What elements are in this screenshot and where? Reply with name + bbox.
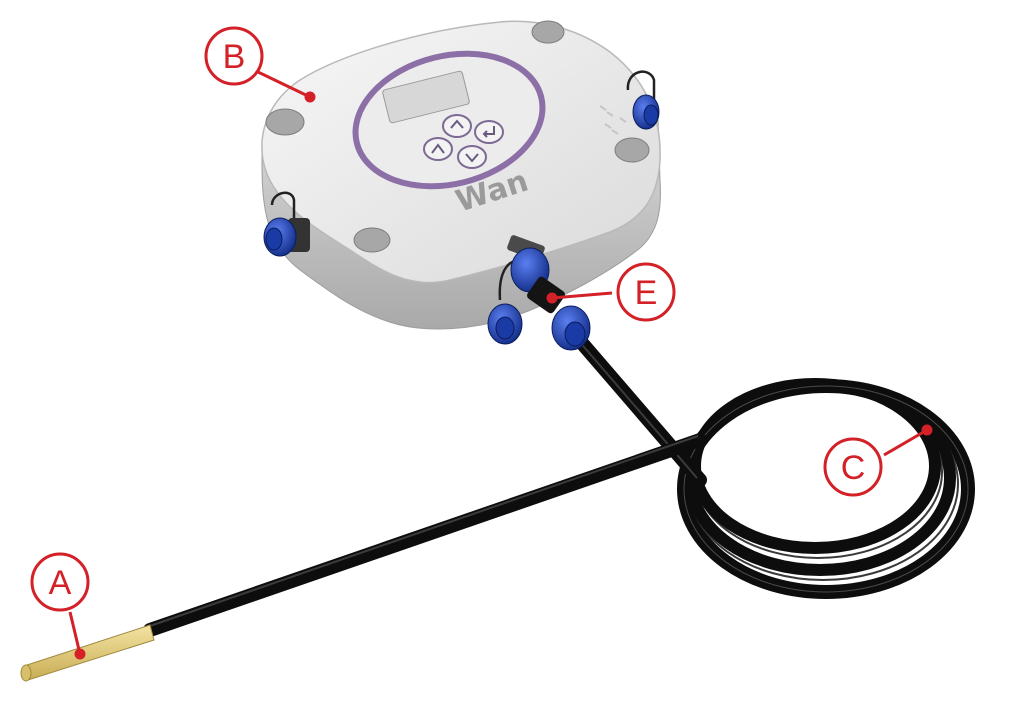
callout-B: B bbox=[204, 26, 264, 86]
connector-cap bbox=[487, 260, 524, 345]
arrow-enter-icon[interactable] bbox=[474, 120, 504, 144]
connector-left bbox=[263, 191, 310, 257]
connector-right bbox=[626, 70, 660, 130]
probe-tip bbox=[20, 624, 155, 682]
callout-label-B: B bbox=[223, 38, 246, 76]
callout-leaders bbox=[68, 70, 933, 660]
front-panel bbox=[352, 50, 546, 190]
lcd-display bbox=[382, 70, 470, 124]
callout-E: E bbox=[616, 262, 676, 322]
cable-coil bbox=[677, 378, 975, 599]
callout-A: A bbox=[30, 552, 90, 612]
keypad bbox=[423, 114, 504, 169]
arrow-down-icon[interactable] bbox=[457, 145, 487, 169]
callout-label-C: C bbox=[841, 449, 866, 487]
arrow-back-icon[interactable] bbox=[423, 137, 453, 161]
callout-label-E: E bbox=[635, 274, 658, 312]
callout-label-A: A bbox=[49, 564, 72, 602]
vent-slots bbox=[599, 105, 627, 135]
callout-C: C bbox=[823, 437, 883, 497]
cable-connector bbox=[507, 235, 591, 351]
arrow-up-icon[interactable] bbox=[442, 114, 472, 138]
probe-cable bbox=[143, 433, 707, 637]
